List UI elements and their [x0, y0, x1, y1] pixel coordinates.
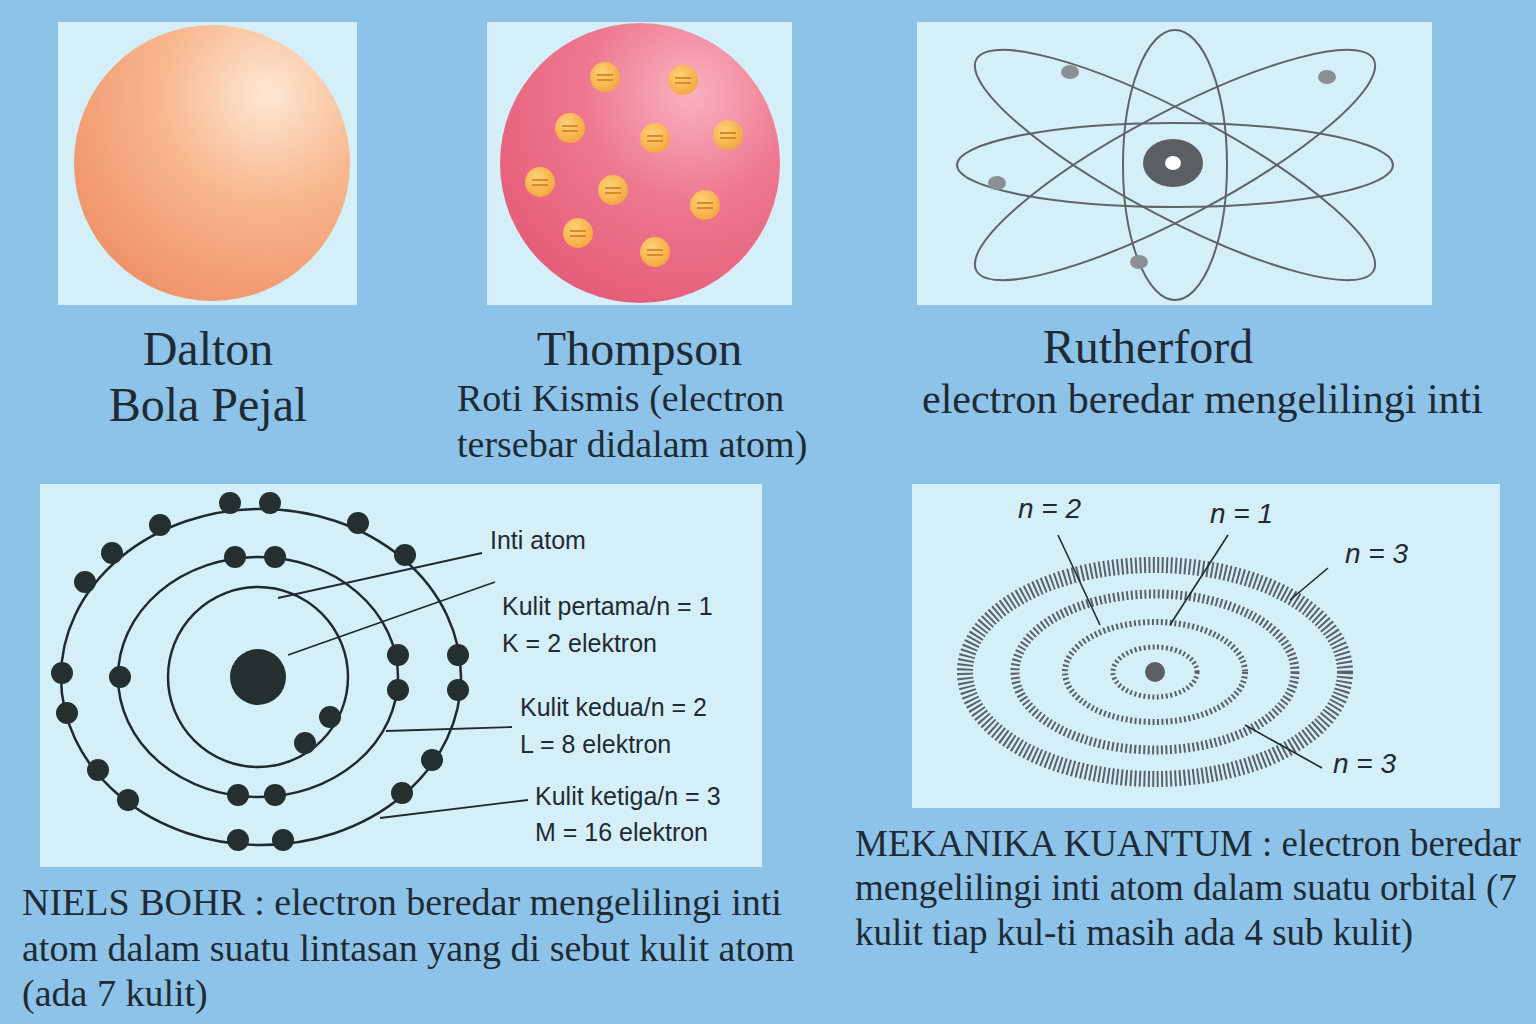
model-description: electron beredar mengelilingi inti — [922, 374, 1517, 424]
part-label: Kulit ketiga/n = 3 — [535, 782, 721, 811]
shell-label: n = 2 — [1018, 493, 1081, 525]
part-label: Inti atom — [490, 526, 586, 555]
model-panel: MEKANIKA KUANTUM : electron beredar meng… — [912, 484, 1500, 808]
part-label: K = 2 elektron — [502, 629, 657, 658]
model-description: Bola Pejal — [38, 376, 378, 434]
rutherford-atom — [952, 13, 1398, 316]
model-panel: Rutherfordelectron beredar mengelilingi … — [917, 22, 1432, 305]
part-label: Kulit pertama/n = 1 — [502, 592, 713, 621]
model-name: NIELS BOHR : electron beredar mengelilin… — [22, 880, 822, 1017]
plum-pudding — [500, 23, 780, 303]
model-name: Rutherford — [922, 318, 1374, 376]
shell-label: n = 1 — [1210, 498, 1273, 530]
shell-label: n = 3 — [1345, 538, 1408, 570]
part-label: L = 8 elektron — [520, 730, 671, 759]
part-label: M = 16 elektron — [535, 818, 708, 847]
panel-ground — [912, 484, 1500, 808]
model-panel: DaltonBola Pejal — [58, 22, 357, 305]
model-name: Dalton — [38, 320, 378, 378]
panel-ground — [40, 484, 762, 867]
solid-sphere — [74, 25, 350, 301]
model-description: Roti Kismis (electron tersebar didalam a… — [457, 376, 897, 467]
panel-ground — [917, 22, 1432, 305]
panel-ground — [487, 22, 792, 305]
panel-ground — [58, 22, 357, 305]
orbital-cloud — [965, 535, 1345, 779]
model-name: MEKANIKA KUANTUM : electron beredar meng… — [855, 822, 1530, 955]
model-name: Thompson — [467, 320, 812, 378]
model-panel: ThompsonRoti Kismis (electron tersebar d… — [487, 22, 792, 305]
part-label: Kulit kedua/n = 2 — [520, 693, 707, 722]
shell-label: n = 3 — [1333, 748, 1396, 780]
bohr-atom — [51, 492, 528, 851]
